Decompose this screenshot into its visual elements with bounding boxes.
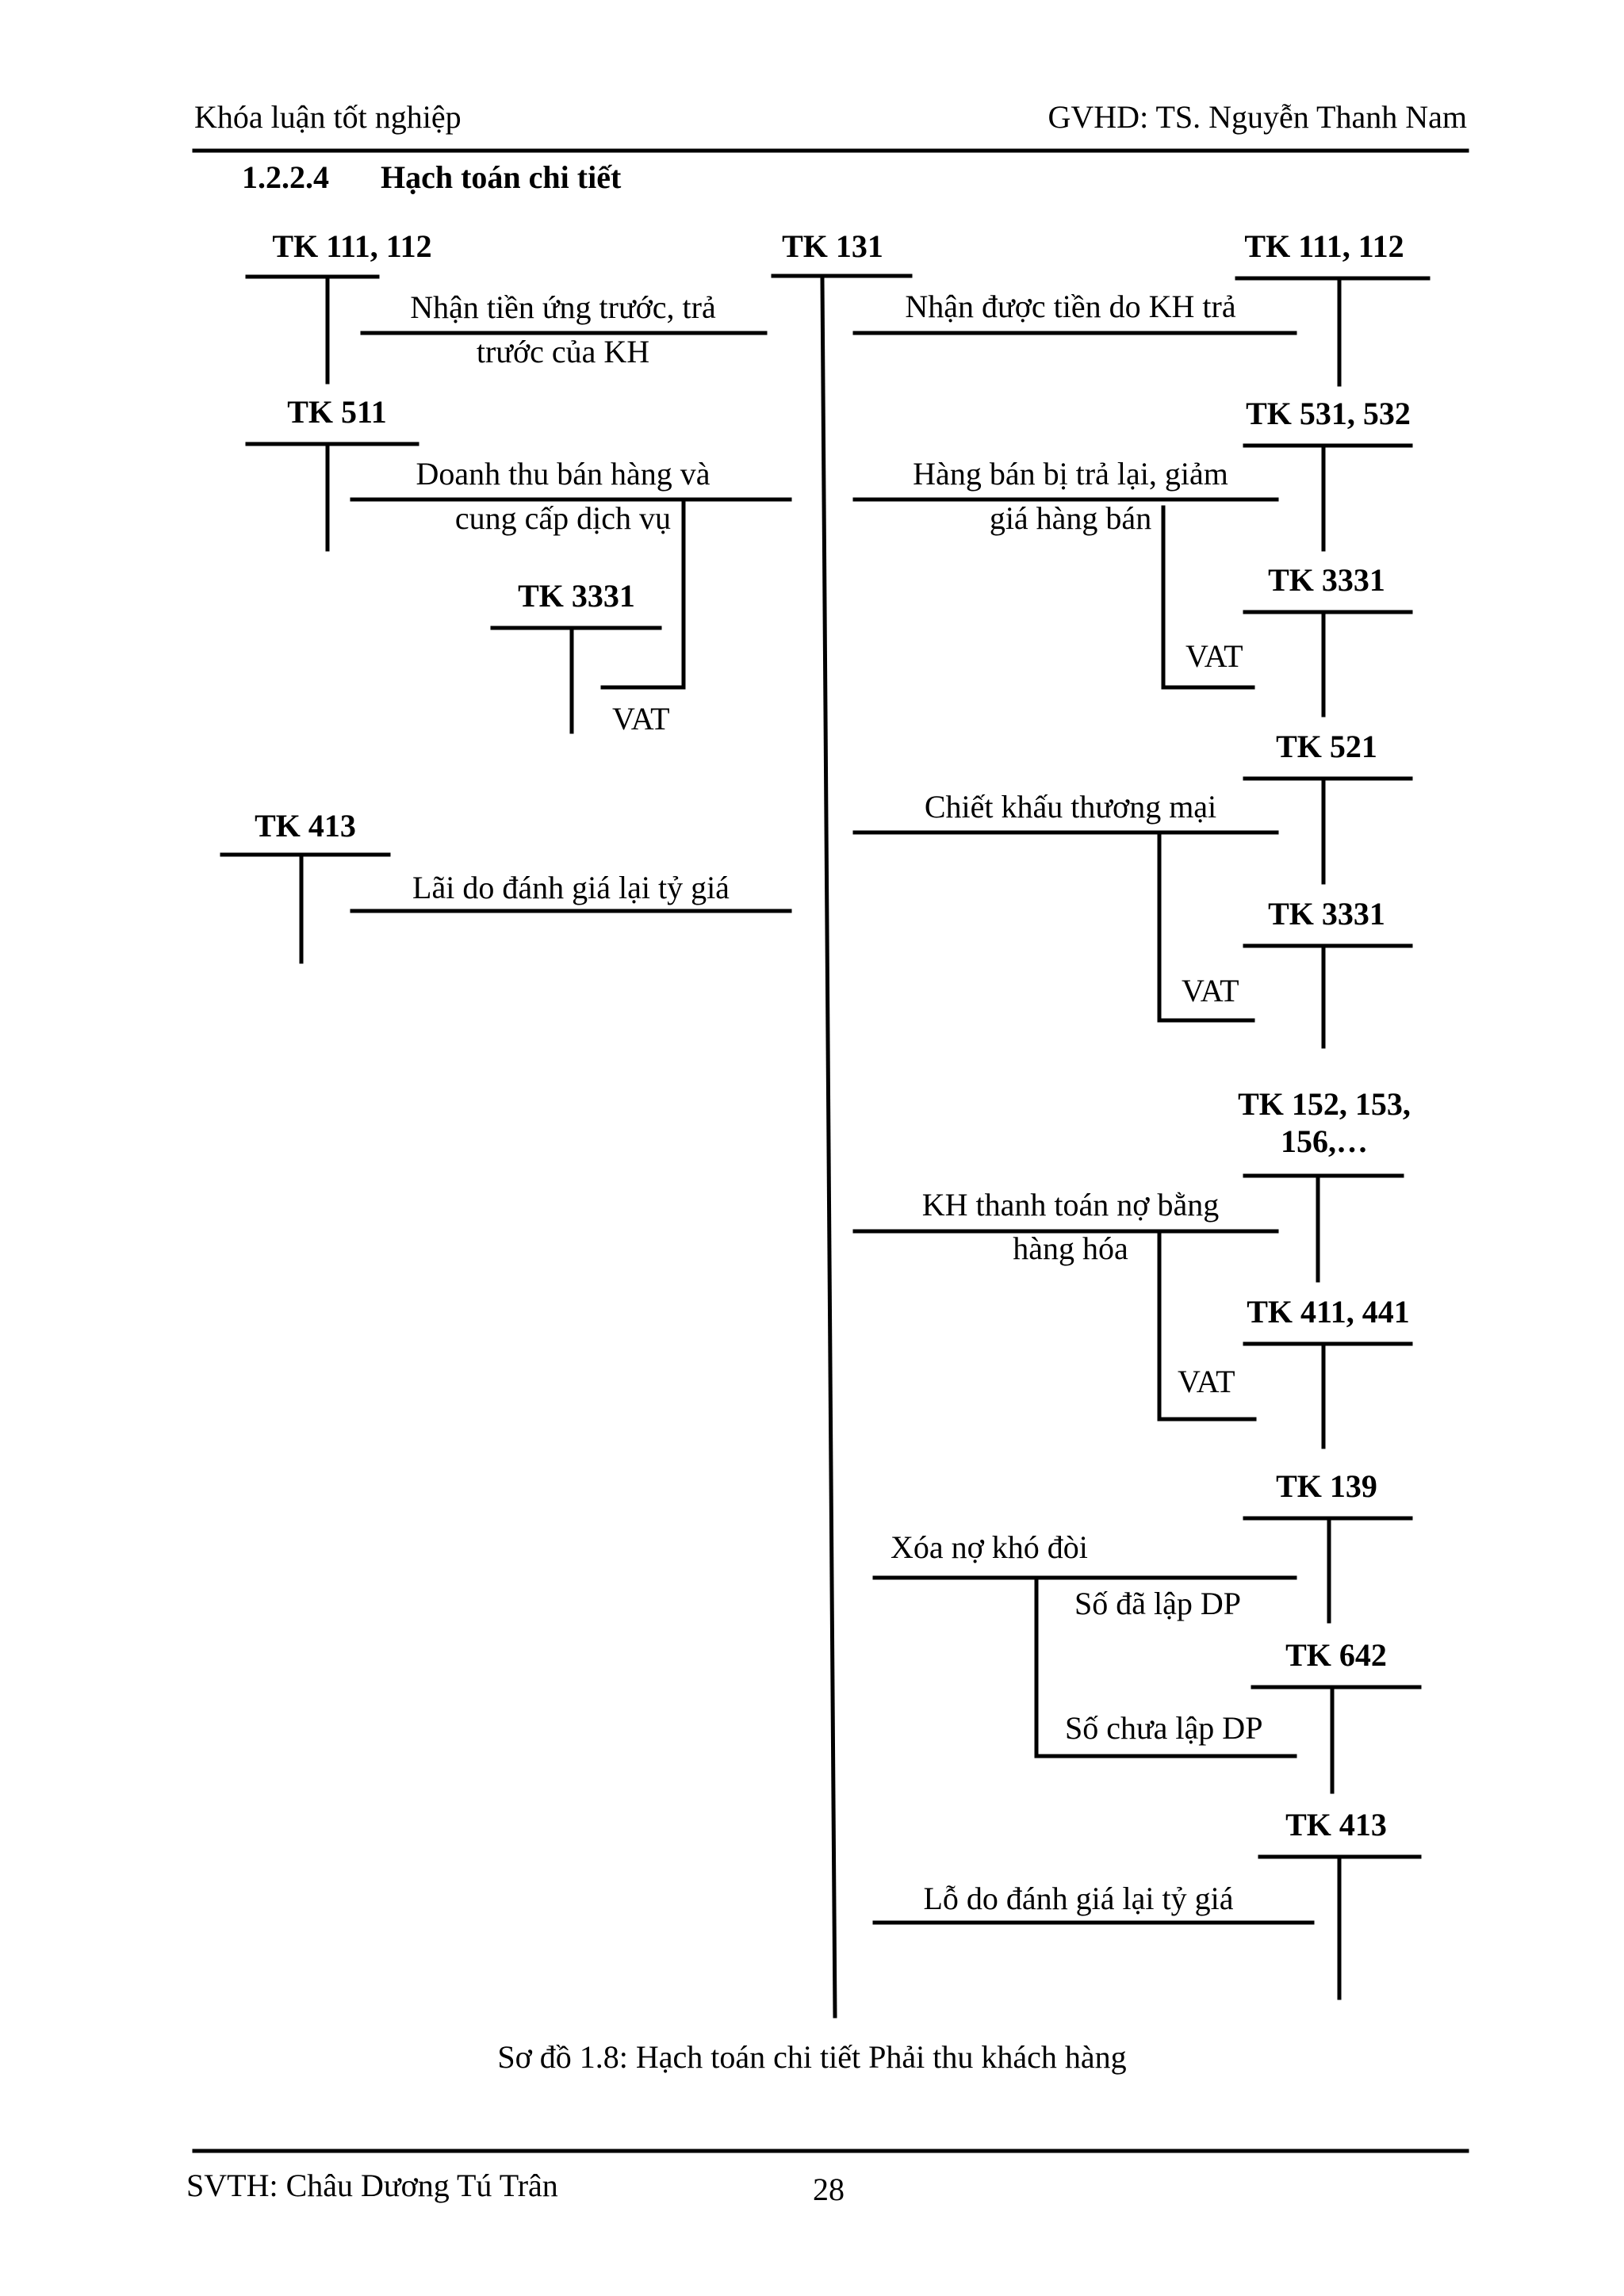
section-number: 1.2.2.4 — [242, 159, 329, 195]
account-tk531: TK 531, 532 — [1246, 396, 1411, 431]
account-tk521: TK 521 — [1276, 729, 1377, 764]
label-revenue-line2: cung cấp dịch vụ — [454, 500, 672, 536]
label-returns-line2: giá hàng bán — [989, 500, 1152, 536]
account-tk111-right: TK 111, 112 — [1244, 228, 1404, 264]
page-number: 28 — [813, 2172, 845, 2207]
label-received: Nhận được tiền do KH trả — [905, 289, 1236, 324]
label-vat-returns: VAT — [1185, 638, 1243, 674]
account-tk152-line2: 156,… — [1281, 1123, 1368, 1159]
account-tk3331-right-2: TK 3331 — [1268, 896, 1385, 932]
label-vat-revenue: VAT — [612, 701, 670, 737]
account-tk3331-right-1: TK 3331 — [1268, 562, 1385, 598]
label-discount: Chiết khấu thương mại — [924, 789, 1217, 825]
account-tk413-left: TK 413 — [255, 808, 356, 844]
header-right: GVHD: TS. Nguyễn Thanh Nam — [1048, 99, 1467, 135]
account-tk152-line1: TK 152, 153, — [1238, 1086, 1411, 1122]
label-fx-loss: Lỗ do đánh giá lại tỷ giá — [923, 1881, 1234, 1916]
label-goods-line1: KH thanh toán nợ bằng — [921, 1187, 1220, 1223]
label-returns-line1: Hàng bán bị trả lại, giảm — [913, 456, 1228, 492]
section-title: Hạch toán chi tiết — [381, 159, 622, 195]
label-unprovisioned: Số chưa lập DP — [1065, 1710, 1263, 1746]
account-tk3331-left: TK 3331 — [518, 578, 635, 614]
label-goods-line2: hàng hóa — [1013, 1230, 1128, 1266]
label-vat-goods: VAT — [1178, 1364, 1235, 1399]
label-vat-discount: VAT — [1182, 973, 1239, 1008]
label-fx-gain: Lãi do đánh giá lại tỷ giá — [412, 870, 730, 905]
header-left: Khóa luận tốt nghiệp — [194, 99, 462, 135]
footer-left: SVTH: Châu Dương Tú Trân — [186, 2168, 558, 2203]
account-tk411: TK 411, 441 — [1247, 1294, 1410, 1330]
account-tk131: TK 131 — [782, 228, 883, 264]
label-revenue-line1: Doanh thu bán hàng và — [416, 456, 710, 492]
label-provisioned: Số đã lập DP — [1074, 1586, 1241, 1621]
label-advance-line1: Nhận tiền ứng trước, trả — [410, 289, 716, 325]
label-baddebt: Xóa nợ khó đòi — [891, 1529, 1088, 1565]
account-tk413-right: TK 413 — [1285, 1807, 1387, 1843]
account-tk511: TK 511 — [287, 394, 387, 430]
tk131-stem — [820, 277, 837, 2019]
account-tk139: TK 139 — [1276, 1468, 1377, 1504]
diagram-caption: Sơ đồ 1.8: Hạch toán chi tiết Phải thu k… — [497, 2039, 1127, 2075]
account-tk642: TK 642 — [1285, 1637, 1387, 1673]
account-tk111-left: TK 111, 112 — [272, 228, 432, 264]
label-advance-line2: trước của KH — [476, 334, 650, 369]
